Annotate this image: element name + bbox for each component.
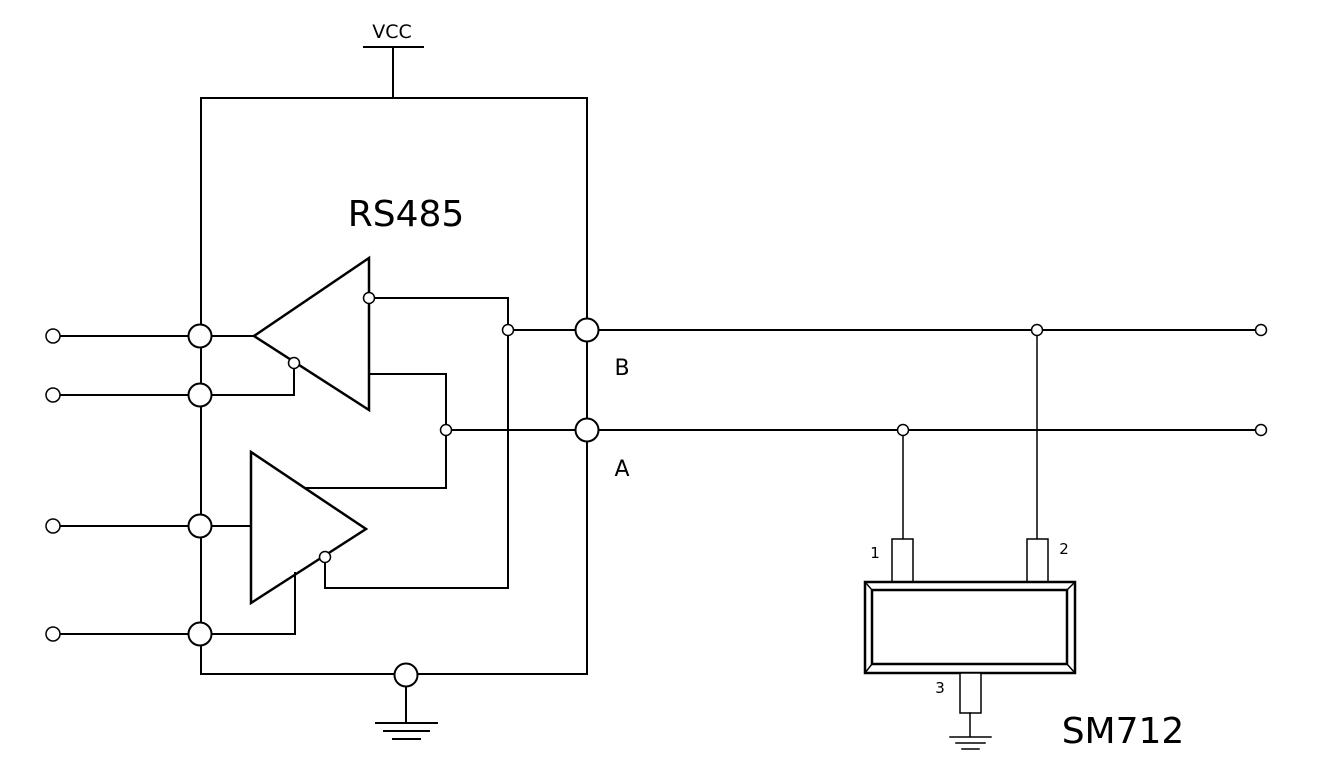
- tvs-pin2-label: 2: [1059, 540, 1069, 558]
- driver-enable-wire: [199, 572, 296, 635]
- tvs-pin1-lead: [891, 538, 914, 583]
- receiver-triangle: [251, 255, 371, 413]
- terminal-di: [45, 518, 61, 534]
- tvs-b-junction: [1030, 323, 1044, 337]
- tvs-body-outer: [863, 580, 1077, 675]
- tvs-device-label: SM712: [1062, 711, 1185, 752]
- tvs-pin1-label: 1: [870, 544, 880, 562]
- terminal-de: [45, 626, 61, 642]
- terminal-bus-b: [1254, 323, 1268, 337]
- pin-re: [187, 382, 213, 408]
- driver-amplifier: [199, 329, 509, 635]
- vcc-label: VCC: [372, 21, 412, 43]
- pin-di: [187, 513, 213, 539]
- b-junction: [501, 323, 515, 337]
- terminal-re: [45, 387, 61, 403]
- driver-triangle: [249, 449, 369, 606]
- driver-a-output-wire: [304, 429, 447, 489]
- vcc-supply: VCC: [363, 21, 424, 99]
- sm712-device: 1 2 3 SM712: [863, 323, 1185, 752]
- pin-ro: [187, 323, 213, 349]
- tvs-pin3-label: 3: [935, 679, 945, 697]
- left-wires: [52, 335, 201, 635]
- pin-gnd: [393, 662, 419, 688]
- chip-ground: [375, 686, 438, 740]
- tvs-corner-bl: [863, 662, 874, 675]
- tvs-pin3-lead: [959, 672, 982, 714]
- pin-b-label: B: [614, 356, 629, 381]
- tvs-corner-br: [1065, 662, 1077, 675]
- pin-de: [187, 621, 213, 647]
- receiver-plus-node: [362, 291, 376, 305]
- receiver-amplifier: [199, 255, 509, 431]
- rs485-chip-label: RS485: [348, 194, 465, 235]
- pin-b: [574, 317, 600, 343]
- bus-lines: B A: [439, 323, 1262, 482]
- chip-pins: [187, 317, 600, 688]
- receiver-minus-wire: [368, 373, 447, 431]
- receiver-plus-wire: [368, 297, 509, 331]
- tvs-body-inner: [870, 588, 1069, 666]
- receiver-enable-wire: [199, 362, 295, 396]
- pin-a-label: A: [614, 457, 629, 482]
- pin-a: [574, 417, 600, 443]
- terminal-bus-a: [1254, 423, 1268, 437]
- tvs-pin2-lead: [1026, 538, 1049, 583]
- driver-inverted-bubble: [318, 550, 332, 564]
- receiver-enable-bubble: [287, 356, 301, 370]
- external-terminals: [45, 323, 1268, 642]
- tvs-corner-tr: [1065, 580, 1077, 592]
- driver-b-output-wire: [324, 329, 509, 589]
- a-junction: [439, 423, 453, 437]
- tvs-a-junction: [896, 423, 910, 437]
- terminal-ro: [45, 328, 61, 344]
- tvs-corner-tl: [863, 580, 874, 592]
